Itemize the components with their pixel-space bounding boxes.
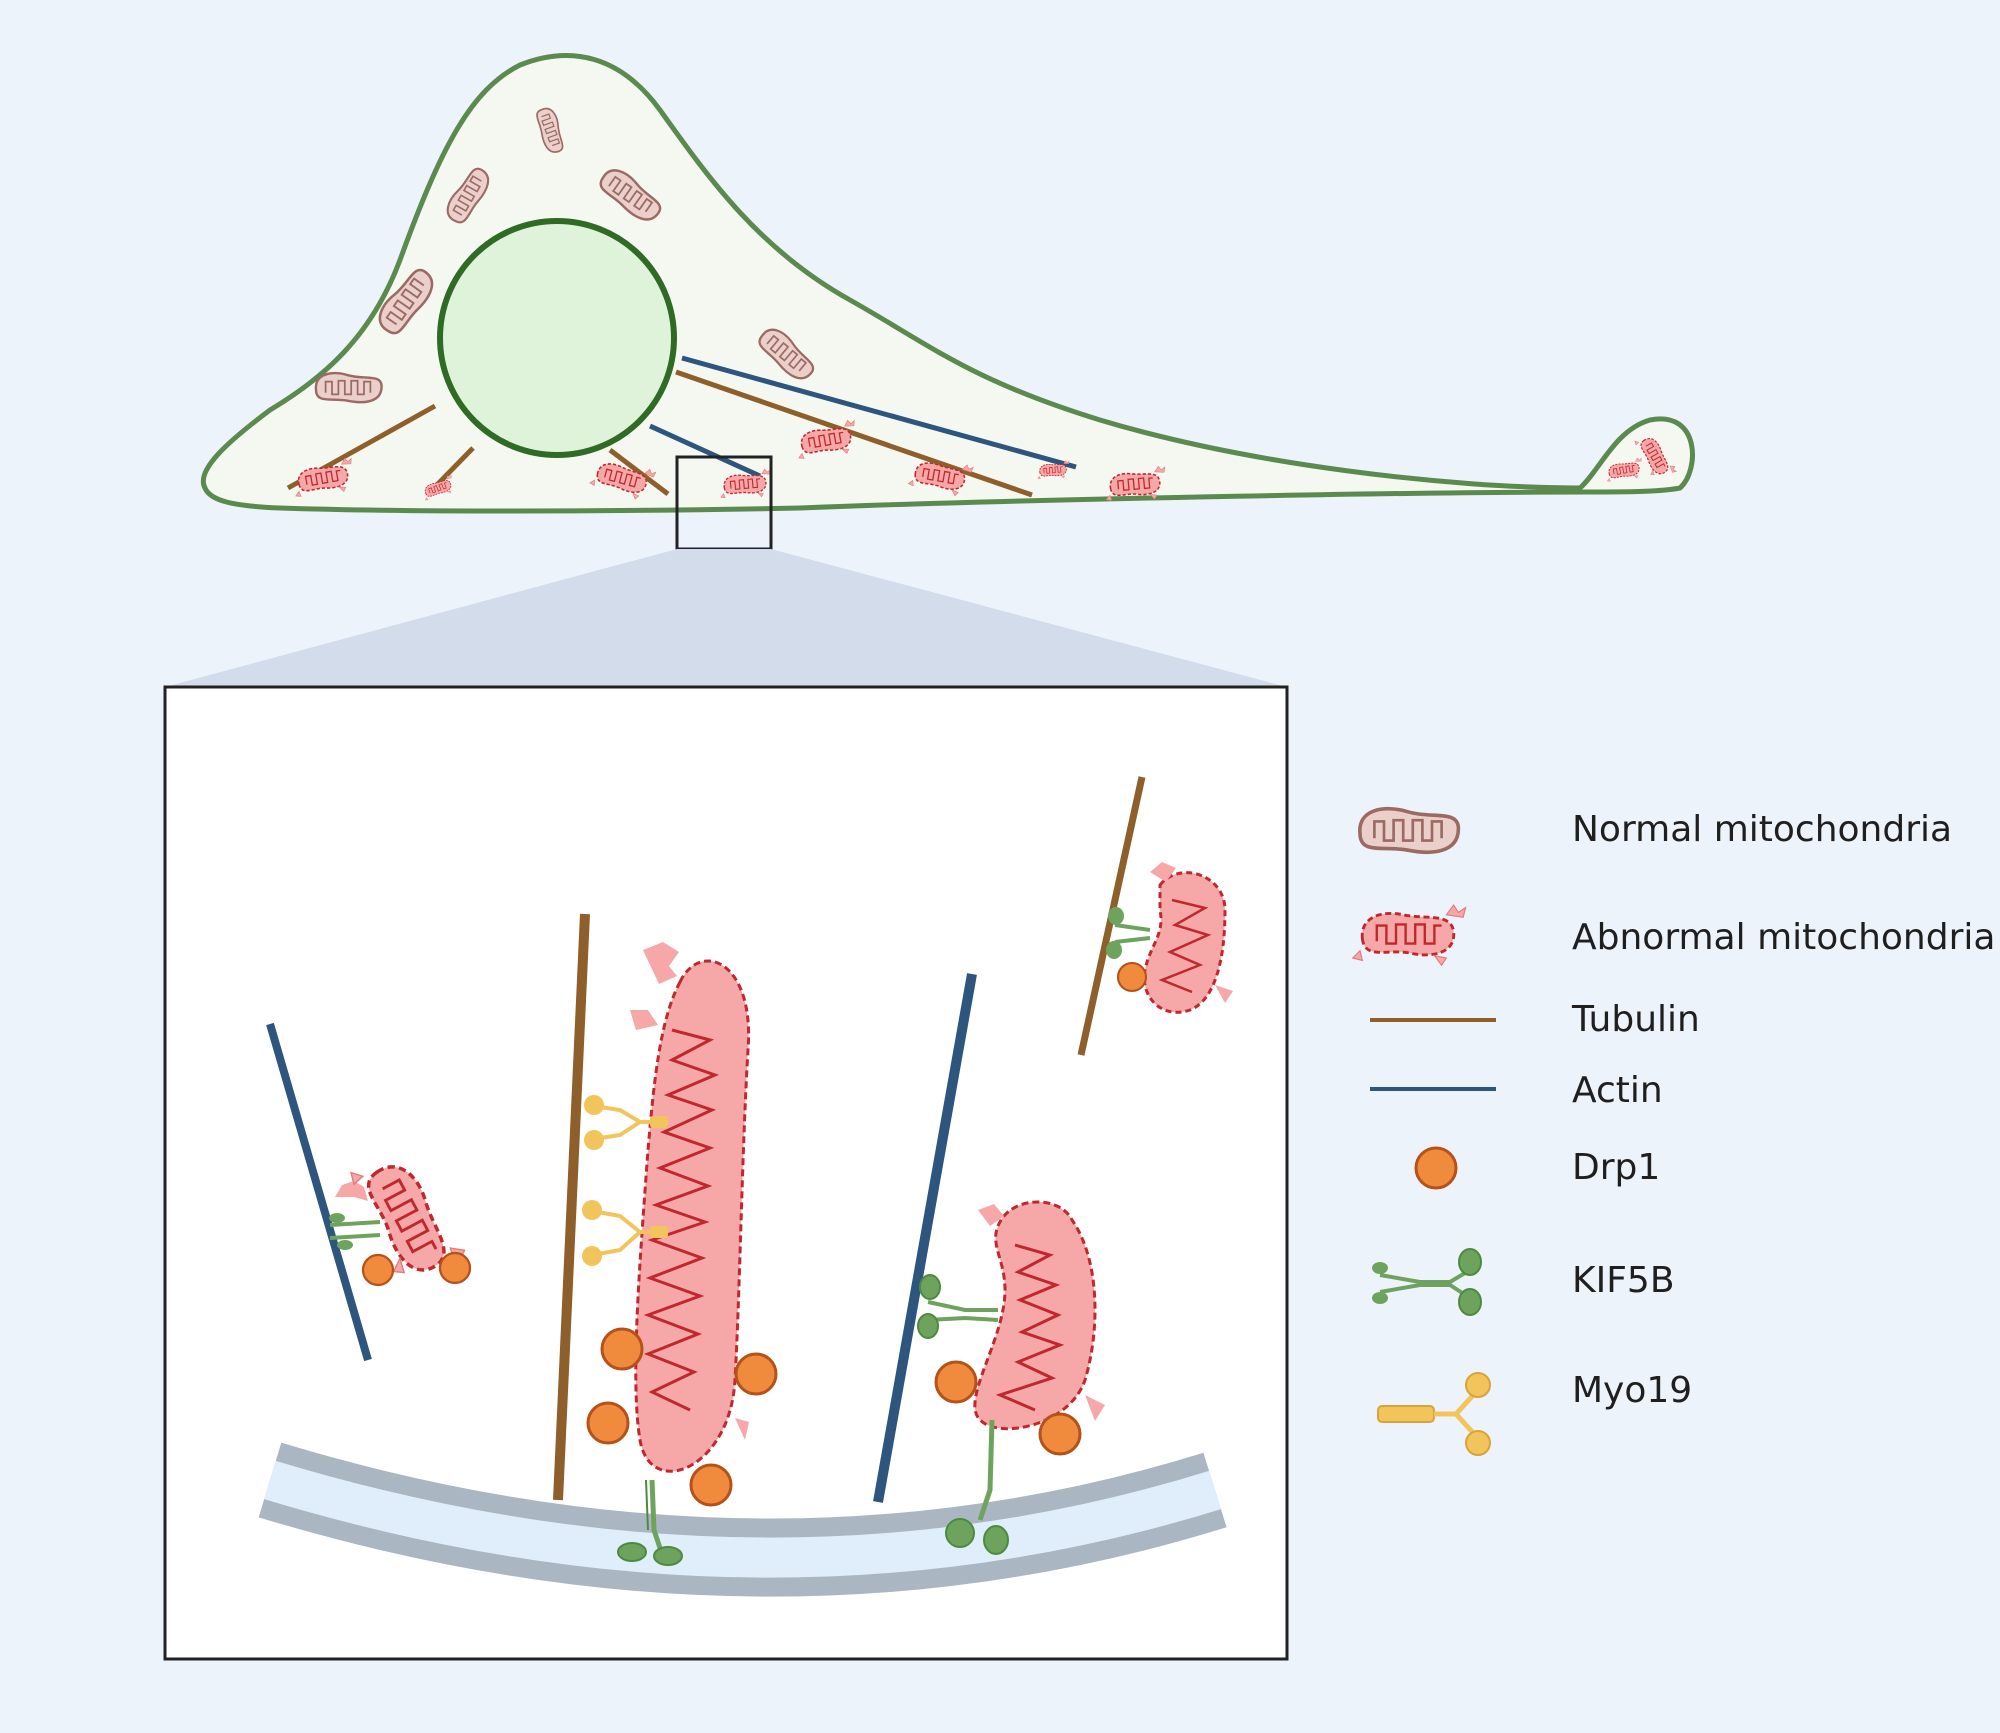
abnormal-mitochondrion-top-right <box>1106 862 1233 1014</box>
legend-drp1-label: Drp1 <box>1572 1147 1661 1188</box>
cell <box>200 53 1695 551</box>
inset-panel <box>163 685 1289 1661</box>
legend-abnormal-mitochondria-icon <box>1351 903 1468 967</box>
legend-kif5b-icon <box>1372 1248 1482 1316</box>
legend-normal-mitochondria-label: Normal mitochondria <box>1572 809 1953 850</box>
abnormal-mitochondrion-left <box>329 1141 474 1299</box>
zoom-projection <box>165 549 1287 687</box>
legend-abnormal-mitochondria-label: Abnormal mitochondria <box>1572 917 1996 958</box>
legend-kif5b-label: KIF5B <box>1572 1260 1675 1301</box>
legend-normal-mitochondria-icon <box>1358 806 1461 855</box>
legend-myo19-label: Myo19 <box>1572 1370 1693 1411</box>
nucleus <box>437 218 677 458</box>
legend-myo19-icon <box>1377 1372 1491 1456</box>
actin-filament-right <box>873 973 977 1503</box>
legend <box>1351 806 1496 1456</box>
legend-actin-label: Actin <box>1572 1070 1663 1111</box>
legend-drp1-icon <box>1414 1146 1458 1190</box>
actin-filament-left <box>266 1022 372 1362</box>
myo19-motor-lower <box>582 1200 668 1266</box>
plasma-membrane <box>258 1442 1227 1597</box>
abnormal-mitochondrion-large <box>582 942 778 1566</box>
myo19-motor-upper <box>584 1095 668 1150</box>
tubulin-filament-center <box>553 913 590 1501</box>
abnormal-mitochondrion-right <box>917 1200 1105 1555</box>
legend-tubulin-label: Tubulin <box>1572 999 1700 1040</box>
